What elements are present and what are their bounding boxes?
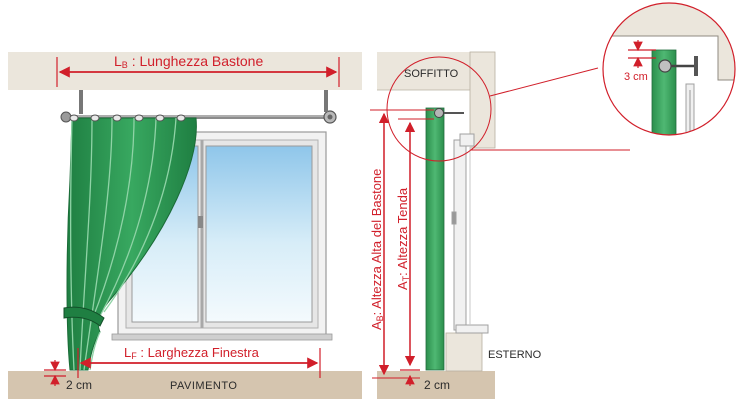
- side-floor: [377, 371, 495, 399]
- window-pane-right: [205, 145, 313, 323]
- side-window-section: [451, 133, 489, 334]
- ceiling-label: SOFFITTO: [404, 68, 459, 80]
- side-floor-gap-marker: [400, 369, 420, 386]
- side-rod-end-icon: [434, 108, 444, 118]
- exterior-wall: [445, 332, 483, 372]
- rod-bracket-left: [79, 90, 83, 114]
- curtain-height-label: AT: Altezza Tenda: [395, 187, 411, 290]
- outside-label: ESTERNO: [488, 349, 542, 361]
- window-width-label: LF : Larghezza Finestra: [124, 345, 260, 361]
- side-curtain: [425, 107, 445, 371]
- detail-rod-end-icon: [658, 59, 672, 73]
- detail-circle-border: [602, 2, 736, 136]
- side-view: AB: Altezza Alta del Bastone AT: Altezza…: [369, 51, 630, 399]
- front-floor-gap-label: 2 cm: [66, 378, 92, 392]
- rod-length-dimension: [56, 57, 340, 87]
- curtain-height-dimension: [398, 118, 434, 367]
- rod-bracket-right: [324, 90, 328, 112]
- ceiling-gap-marker: [628, 40, 656, 68]
- floor-label: PAVIMENTO: [170, 380, 237, 392]
- front-floor-gap-marker: [44, 360, 66, 386]
- detail-callout-circle: [386, 56, 492, 162]
- curtain: [63, 114, 197, 371]
- floor-band: [8, 371, 362, 399]
- curtain-tieback: [63, 306, 105, 327]
- rod-height-label: AB: Altezza Alta del Bastone: [369, 169, 385, 330]
- window-handle-icon: [198, 216, 203, 228]
- rod-length-label: LB : Lunghezza Bastone: [114, 53, 263, 70]
- side-floor-gap-label: 2 cm: [424, 378, 450, 392]
- detail-view: 3 cm: [602, 2, 736, 136]
- curtain-grommets: [69, 114, 186, 122]
- rod-height-dimension: [370, 109, 434, 379]
- ceiling-gap-label: 3 cm: [624, 71, 648, 83]
- window-width-dimension: [77, 348, 321, 378]
- front-view: LB : Lunghezza Bastone LF : Larghezza Fi…: [8, 52, 362, 399]
